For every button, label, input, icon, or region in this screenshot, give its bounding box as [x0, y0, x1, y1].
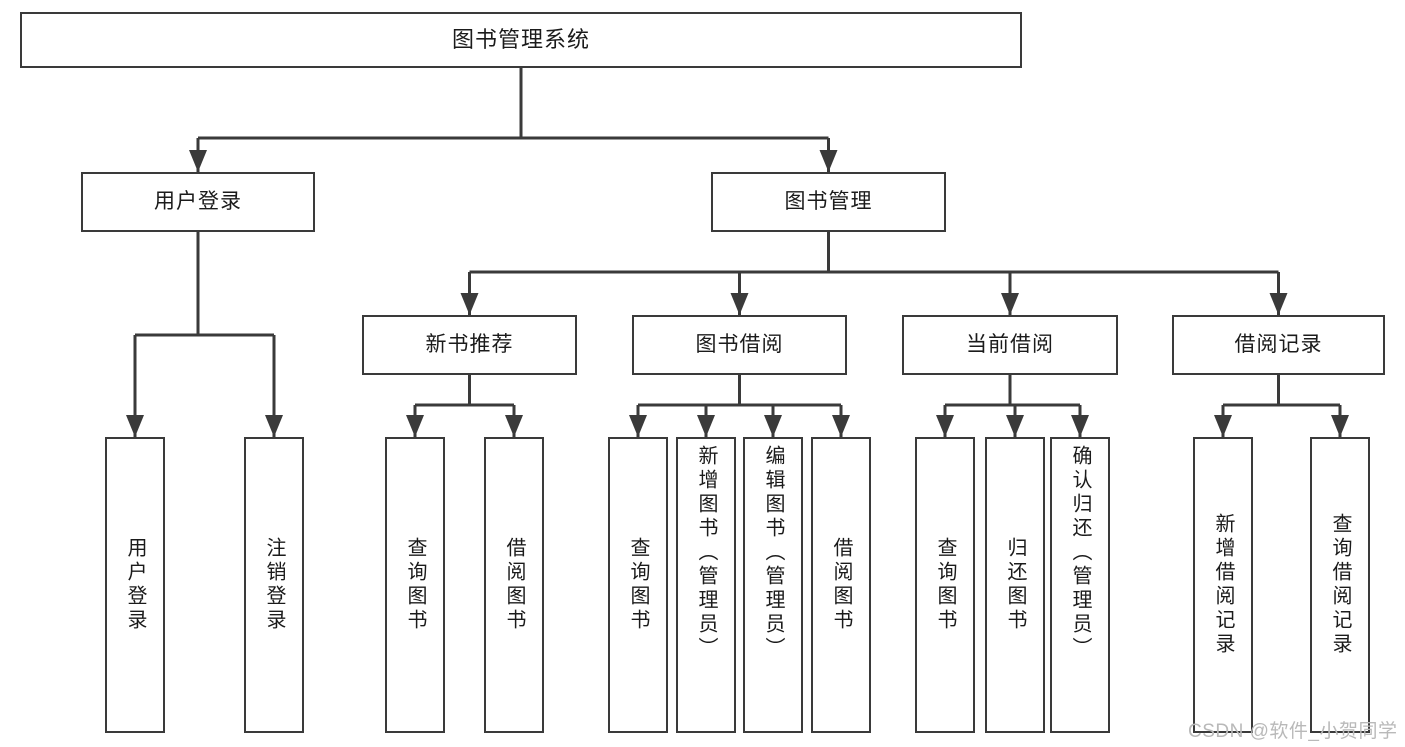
- node-leaf-cur-3[interactable]: 确认归还（管理员）: [1050, 437, 1110, 733]
- node-label: 借阅记录: [1234, 333, 1323, 357]
- connector-arrowhead: [697, 415, 715, 437]
- node-leaf-new-2[interactable]: 借阅图书: [484, 437, 544, 733]
- node-label: 借阅图书: [503, 537, 525, 633]
- node-label: 查询图书: [934, 537, 956, 633]
- node-newbook[interactable]: 新书推荐: [362, 315, 577, 375]
- connector-arrowhead: [936, 415, 954, 437]
- node-login[interactable]: 用户登录: [81, 172, 315, 232]
- connector-arrowhead: [764, 415, 782, 437]
- node-label: 新增借阅记录: [1212, 513, 1234, 657]
- node-label: 编辑图书（管理员）: [762, 445, 784, 661]
- node-leaf-borrow-3[interactable]: 编辑图书（管理员）: [743, 437, 803, 733]
- node-leaf-borrow-2[interactable]: 新增图书（管理员）: [676, 437, 736, 733]
- connector-arrowhead: [1071, 415, 1089, 437]
- connector-arrowhead: [505, 415, 523, 437]
- node-leaf-rec-2[interactable]: 查询借阅记录: [1310, 437, 1370, 733]
- node-label: 查询图书: [404, 537, 426, 633]
- csdn-watermark: CSDN @软件_小贺同学: [1188, 721, 1398, 742]
- node-current[interactable]: 当前借阅: [902, 315, 1118, 375]
- node-leaf-login-2[interactable]: 注销登录: [244, 437, 304, 733]
- connector-arrowhead: [730, 293, 749, 315]
- connector-arrowhead: [1006, 415, 1024, 437]
- connector-arrowhead: [1214, 415, 1232, 437]
- node-leaf-new-1[interactable]: 查询图书: [385, 437, 445, 733]
- node-label: 新增图书（管理员）: [695, 445, 717, 661]
- connector-arrowhead: [1269, 293, 1288, 315]
- connector-arrowhead: [819, 150, 838, 172]
- node-label: 图书管理: [784, 190, 873, 214]
- connector-arrowhead: [629, 415, 647, 437]
- node-label: 用户登录: [154, 190, 242, 214]
- connector-arrowhead: [1001, 293, 1019, 315]
- node-records[interactable]: 借阅记录: [1172, 315, 1385, 375]
- node-label: 图书管理系统: [451, 26, 590, 52]
- connector-arrowhead: [265, 415, 283, 437]
- node-leaf-cur-2[interactable]: 归还图书: [985, 437, 1045, 733]
- node-label: 注销登录: [263, 537, 285, 633]
- node-leaf-borrow-4[interactable]: 借阅图书: [811, 437, 871, 733]
- node-leaf-borrow-1[interactable]: 查询图书: [608, 437, 668, 733]
- node-label: 确认归还（管理员）: [1069, 445, 1091, 661]
- node-label: 查询图书: [627, 537, 649, 633]
- node-label: 归还图书: [1004, 537, 1026, 633]
- node-leaf-cur-1[interactable]: 查询图书: [915, 437, 975, 733]
- connector-arrowhead: [460, 293, 479, 315]
- connector-arrowhead: [189, 150, 207, 172]
- node-leaf-login-1[interactable]: 用户登录: [105, 437, 165, 733]
- node-label: 图书借阅: [695, 333, 784, 357]
- connector-arrowhead: [406, 415, 424, 437]
- node-label: 用户登录: [124, 537, 146, 633]
- node-label: 查询借阅记录: [1329, 513, 1351, 657]
- connector-arrowhead: [126, 415, 144, 437]
- node-borrow[interactable]: 图书借阅: [632, 315, 847, 375]
- node-label: 当前借阅: [966, 333, 1054, 357]
- connector-arrowhead: [832, 415, 850, 437]
- node-label: 借阅图书: [830, 537, 852, 633]
- node-leaf-rec-1[interactable]: 新增借阅记录: [1193, 437, 1253, 733]
- node-bookmgmt[interactable]: 图书管理: [711, 172, 946, 232]
- node-root[interactable]: 图书管理系统: [20, 12, 1022, 68]
- connector-arrowhead: [1331, 415, 1349, 437]
- node-label: 新书推荐: [425, 333, 514, 357]
